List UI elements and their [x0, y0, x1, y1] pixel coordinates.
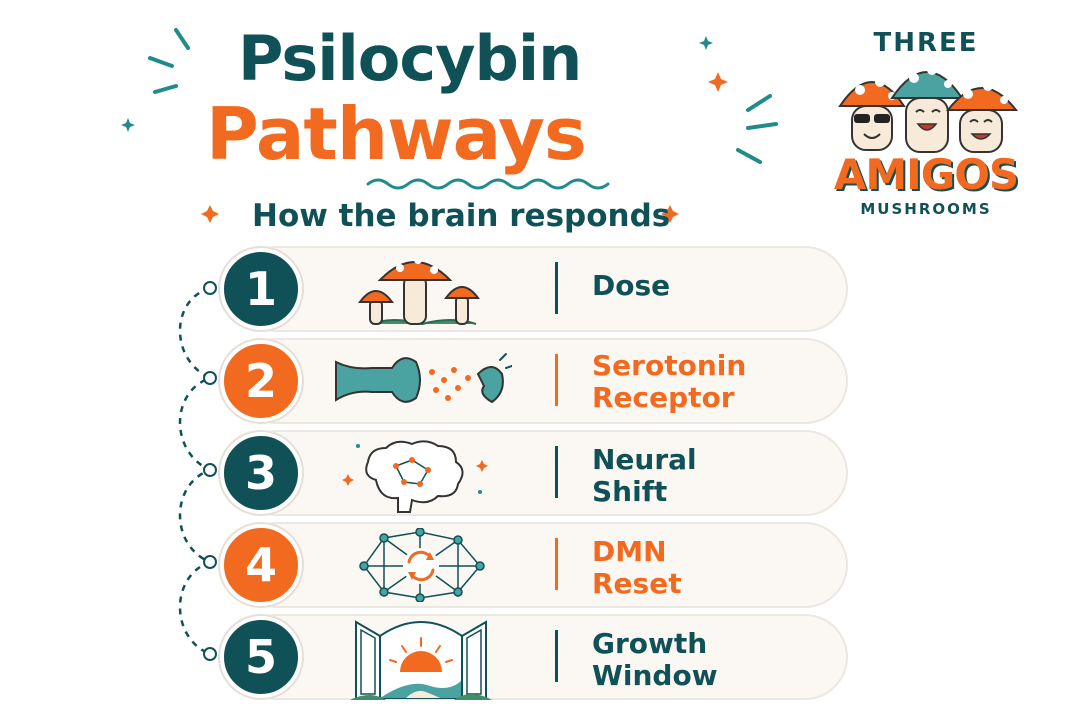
step-label-5: Growth Window — [592, 628, 718, 692]
step-label-2: Serotonin Receptor — [592, 350, 746, 414]
step-label-1-line1: Dose — [592, 269, 671, 302]
step-divider-5 — [555, 630, 558, 682]
step-label-1: Dose — [592, 270, 670, 302]
three-amigos-logo: THREE AMIGOS MUSHROOMS — [826, 10, 1026, 230]
step-number-badge-3: 3 — [220, 432, 302, 514]
step-label-3: Neural Shift — [592, 444, 697, 508]
step-label-2-line1: Serotonin — [592, 349, 747, 382]
page-title-line2: Pathways — [206, 92, 587, 176]
step-row-1 — [234, 246, 848, 332]
open-window-sunrise-icon — [350, 620, 492, 700]
logo-text-amigos: AMIGOS — [833, 150, 1019, 199]
logo-text-mushrooms: MUSHROOMS — [860, 200, 992, 218]
step-label-2-line2: Receptor — [592, 381, 735, 414]
page-title-line1: Psilocybin — [238, 22, 582, 95]
step-label-3-line1: Neural — [592, 443, 697, 476]
step-divider-4 — [555, 538, 558, 590]
mushrooms-icon — [358, 256, 480, 326]
step-divider-1 — [555, 262, 558, 314]
step-row-2 — [234, 338, 848, 424]
step-label-4-line2: Reset — [592, 567, 682, 600]
mushroom-characters-icon — [838, 65, 1019, 153]
network-reset-icon — [359, 528, 485, 602]
step-label-4-line1: DMN — [592, 535, 667, 568]
step-label-3-line2: Shift — [592, 475, 668, 508]
step-number-badge-5: 5 — [220, 616, 302, 698]
receptor-icon — [335, 353, 512, 404]
step-row-4 — [234, 522, 848, 608]
step-number-badge-2: 2 — [220, 340, 302, 422]
page-subtitle: How the brain responds — [252, 198, 671, 234]
step-divider-3 — [555, 446, 558, 498]
step-row-3 — [234, 430, 848, 516]
brain-network-icon — [342, 440, 488, 513]
step-number-badge-1: 1 — [220, 248, 302, 330]
step-row-5 — [234, 614, 848, 700]
step-number-badge-4: 4 — [220, 524, 302, 606]
logo-text-three: THREE — [873, 28, 979, 58]
step-divider-2 — [555, 354, 558, 406]
step-label-4: DMN Reset — [592, 536, 682, 600]
step-label-5-line2: Window — [592, 659, 718, 692]
step-label-5-line1: Growth — [592, 627, 708, 660]
